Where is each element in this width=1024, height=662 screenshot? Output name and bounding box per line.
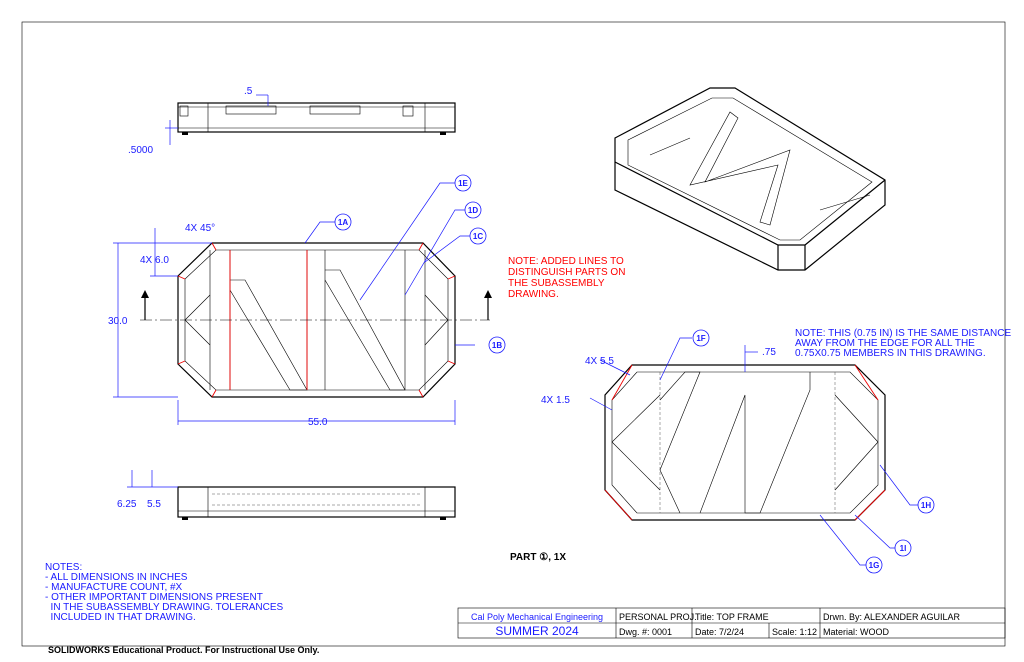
school-name: Cal Poly Mechanical Engineering xyxy=(471,612,603,622)
plan-view-detail: .75 4X 5.5 4X 1.5 1F 1G 1H 1I xyxy=(541,329,935,574)
svg-text:1F: 1F xyxy=(696,334,705,343)
dim-4x-1-5: 4X 1.5 xyxy=(541,395,570,406)
svg-text:0.75X0.75 MEMBERS IN THIS DRAW: 0.75X0.75 MEMBERS IN THIS DRAWING. xyxy=(795,348,986,359)
svg-text:1G: 1G xyxy=(869,561,880,570)
svg-text:1H: 1H xyxy=(921,501,931,510)
red-note: NOTE: ADDED LINES TO DISTINGUISH PARTS O… xyxy=(508,256,625,300)
svg-text:DRAWING.: DRAWING. xyxy=(508,289,559,300)
dim-height: 30.0 xyxy=(108,316,128,327)
dim-width: 55.0 xyxy=(308,417,328,428)
side-view-bottom: 6.25 5.5 xyxy=(117,470,456,520)
dim-0-5000: .5000 xyxy=(128,145,153,156)
svg-text:1B: 1B xyxy=(492,341,502,350)
svg-text:INCLUDED IN THAT DRAWING.: INCLUDED IN THAT DRAWING. xyxy=(45,612,196,623)
svg-text:- OTHER IMPORTANT DIMENSIONS P: - OTHER IMPORTANT DIMENSIONS PRESENT xyxy=(45,592,263,603)
blue-note: NOTE: THIS (0.75 IN) IS THE SAME DISTANC… xyxy=(795,328,1011,359)
svg-text:1D: 1D xyxy=(468,206,478,215)
svg-text:1I: 1I xyxy=(900,544,907,553)
svg-text:- MANUFACTURE COUNT, #X: - MANUFACTURE COUNT, #X xyxy=(45,582,183,593)
svg-text:1A: 1A xyxy=(338,218,348,227)
dim-0-5: .5 xyxy=(244,86,253,97)
title-block: Cal Poly Mechanical Engineering SUMMER 2… xyxy=(457,607,1006,639)
side-view-top: .5 .5000 xyxy=(128,86,456,156)
term: SUMMER 2024 xyxy=(495,624,579,638)
dim-0-75: .75 xyxy=(762,347,776,358)
svg-text:- ALL DIMENSIONS IN INCHES: - ALL DIMENSIONS IN INCHES xyxy=(45,572,188,583)
isometric-view xyxy=(614,87,886,271)
svg-text:IN THE SUBASSEMBLY DRAWING. TO: IN THE SUBASSEMBLY DRAWING. TOLERANCES xyxy=(45,602,284,613)
part-label: PART ①, 1X xyxy=(510,552,566,563)
dim-6-25: 6.25 xyxy=(117,499,137,510)
svg-text:AWAY FROM THE EDGE FOR ALL THE: AWAY FROM THE EDGE FOR ALL THE xyxy=(795,338,975,349)
general-notes: NOTES: - ALL DIMENSIONS IN INCHES - MANU… xyxy=(45,562,284,623)
date: Date: 7/2/24 xyxy=(695,627,744,637)
svg-text:DISTINGUISH PARTS ON: DISTINGUISH PARTS ON xyxy=(508,267,625,278)
scale: Scale: 1:12 xyxy=(772,627,817,637)
svg-text:THE SUBASSEMBLY: THE SUBASSEMBLY xyxy=(508,278,605,289)
drawing-number: Dwg. #: 0001 xyxy=(619,627,672,637)
drawn-by: Drwn. By: ALEXANDER AGUILAR xyxy=(823,612,961,622)
sheet-border xyxy=(21,21,1006,647)
drawing-title: Title: TOP FRAME xyxy=(695,612,769,622)
project-type: PERSONAL PROJ. xyxy=(619,612,697,622)
dim-5-5: 5.5 xyxy=(147,499,161,510)
plan-view: 30.0 55.0 4X 45° 4X 6.0 xyxy=(108,223,492,428)
material: Material: WOOD xyxy=(823,627,890,637)
balloons-plan: 1A 1B 1C 1D 1E xyxy=(304,174,506,354)
svg-text:1C: 1C xyxy=(473,232,483,241)
svg-text:1E: 1E xyxy=(458,179,468,188)
dim-chamfer: 4X 45° xyxy=(185,223,215,234)
svg-text:NOTES:: NOTES: xyxy=(45,562,82,573)
dim-4x-5-5: 4X 5.5 xyxy=(585,356,614,367)
footer-watermark: SOLIDWORKS Educational Product. For Inst… xyxy=(48,645,320,655)
svg-text:NOTE: ADDED LINES TO: NOTE: ADDED LINES TO xyxy=(508,256,624,267)
svg-text:NOTE: THIS (0.75 IN) IS THE SA: NOTE: THIS (0.75 IN) IS THE SAME DISTANC… xyxy=(795,328,1011,339)
